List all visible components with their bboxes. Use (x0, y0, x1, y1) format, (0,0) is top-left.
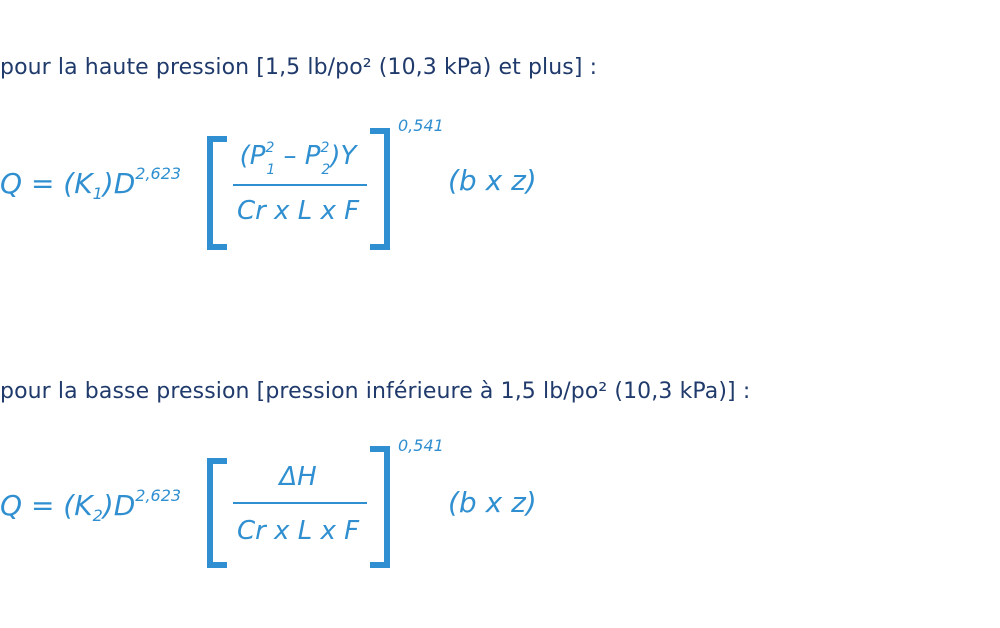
formula-lhs: Q = (K2)D2,623 (0, 486, 181, 525)
d-exponent: 2,623 (135, 486, 182, 505)
fraction-bar (233, 184, 367, 186)
lhs-d: )D (102, 167, 136, 200)
fraction-denominator: Cr x L x F (236, 516, 360, 546)
k-subscript: 1 (92, 184, 103, 203)
formula-high-pressure: Q = (K1)D2,623 (P21 – P22)Y Cr x L x F 0… (0, 110, 720, 260)
fraction-denominator: Cr x L x F (236, 196, 360, 226)
right-bracket (370, 128, 390, 250)
num-p2-sup: 2 (320, 140, 330, 156)
left-bracket (207, 458, 227, 568)
k-subscript: 2 (92, 506, 103, 525)
num-end: )Y (330, 141, 357, 171)
formula-factor: (b x z) (448, 164, 537, 197)
left-bracket (207, 136, 227, 250)
heading-low-pressure: pour la basse pression [pression inférie… (0, 379, 751, 404)
bracket-exponent: 0,541 (398, 116, 444, 135)
num-p1-sub: 1 (266, 162, 276, 178)
lhs-d: )D (102, 489, 136, 522)
fraction-bar (233, 502, 367, 504)
fraction-numerator: ΔH (279, 462, 317, 492)
heading-high-pressure: pour la haute pression [1,5 lb/po² (10,3… (0, 55, 598, 80)
num-p2-sub: 2 (321, 162, 331, 178)
fraction-numerator: (P21 – P22)Y (228, 140, 368, 178)
formula-factor: (b x z) (448, 486, 537, 519)
right-bracket (370, 446, 390, 568)
num-p1: (P (239, 141, 266, 171)
lhs-q-k: Q = (K (0, 167, 93, 200)
formula-low-pressure: Q = (K2)D2,623 ΔH Cr x L x F 0,541 (b x … (0, 432, 720, 582)
formula-lhs: Q = (K1)D2,623 (0, 164, 181, 203)
num-p1-sup: 2 (265, 140, 275, 156)
d-exponent: 2,623 (135, 164, 182, 183)
bracket-exponent: 0,541 (398, 436, 444, 455)
num-minus-p2: – P (275, 141, 321, 171)
lhs-q-k: Q = (K (0, 489, 93, 522)
